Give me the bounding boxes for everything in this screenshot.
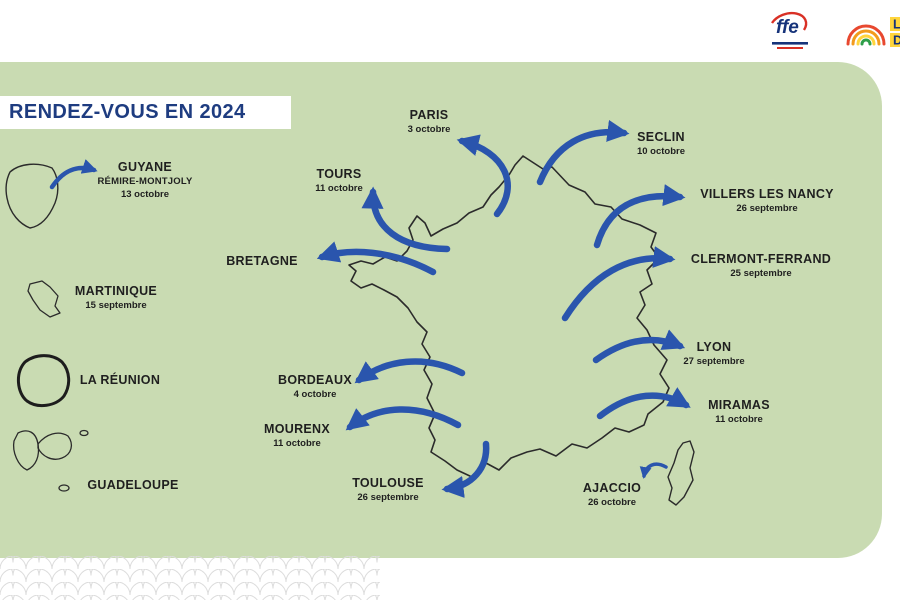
territory-label-guyane: GUYANE RÉMIRE-MONTJOLY 13 octobre	[65, 160, 225, 200]
arrow-miramas	[596, 387, 691, 420]
arrow-toulouse	[441, 440, 490, 498]
city-date: 4 octobre	[293, 389, 337, 400]
city-label-mourenx: MOURENX 11 octobre	[217, 422, 377, 449]
city-label-bordeaux: BORDEAUX 4 octobre	[235, 373, 395, 400]
city-name: BRETAGNE	[226, 254, 298, 268]
city-label-clermont-ferrand: CLERMONT-FERRAND 25 septembre	[666, 252, 856, 279]
city-date: 11 octobre	[315, 183, 363, 194]
city-date: 27 septembre	[683, 356, 745, 367]
city-date: 10 octobre	[636, 146, 686, 157]
city-date: 26 octobre	[587, 497, 637, 508]
arrow-lyon	[592, 329, 686, 364]
city-date: 11 octobre	[273, 438, 321, 449]
arrow-guyane	[49, 159, 98, 190]
page-title: RENDEZ-VOUS EN 2024	[9, 101, 246, 123]
city-label-seclin: SECLIN 10 octobre	[581, 130, 741, 157]
city-date: 3 octobre	[407, 124, 451, 135]
city-name: CLERMONT-FERRAND	[690, 252, 832, 266]
city-label-miramas: MIRAMAS 11 octobre	[659, 398, 819, 425]
arrow-bretagne	[316, 241, 437, 276]
territory-date: 13 octobre	[120, 189, 170, 200]
diversite-logo-line1: LACOU	[893, 17, 900, 32]
city-date: 26 septembre	[736, 203, 798, 214]
city-label-villers-les-nancy: VILLERS LES NANCY 26 septembre	[672, 187, 862, 214]
logo-highlight-2	[890, 33, 900, 47]
logo-highlight-1	[890, 17, 900, 31]
city-label-bretagne: BRETAGNE	[182, 254, 342, 268]
city-name: SECLIN	[637, 130, 685, 144]
arrow-seclin	[536, 119, 630, 186]
city-name: AJACCIO	[582, 481, 642, 495]
city-label-paris: PARIS 3 octobre	[349, 108, 509, 135]
city-date: 26 septembre	[357, 492, 419, 503]
france-map-outline	[348, 155, 670, 478]
title-band: RENDEZ-VOUS EN 2024	[0, 96, 291, 129]
territory-sub: RÉMIRE-MONTJOLY	[97, 176, 193, 187]
rainbow-icon	[846, 24, 886, 46]
ffe-logo-bar-red	[777, 47, 803, 49]
arrow-ajaccio	[639, 462, 668, 479]
territory-label-guadeloupe: GUADELOUPE	[53, 478, 213, 492]
territory-name: GUADELOUPE	[87, 478, 179, 492]
guadeloupe-outline	[12, 429, 89, 492]
territory-label-reunion: LA RÉUNION	[40, 373, 200, 387]
ffe-logo: ffe	[770, 11, 808, 49]
arrow-villers	[593, 184, 686, 249]
wave-pattern-decoration	[0, 556, 380, 600]
arrow-clermont	[561, 246, 676, 322]
territory-name: LA RÉUNION	[79, 373, 161, 387]
city-name: TOULOUSE	[352, 476, 424, 490]
city-label-lyon: LYON 27 septembre	[634, 340, 794, 367]
city-name: VILLERS LES NANCY	[700, 187, 834, 201]
city-label-toulouse: TOULOUSE 26 septembre	[308, 476, 468, 503]
city-label-ajaccio: AJACCIO 26 octobre	[532, 481, 692, 508]
martinique-outline	[27, 280, 61, 318]
city-name: PARIS	[409, 108, 449, 122]
diversite-logo: LACOU DIVERS	[846, 17, 900, 48]
territory-date: 15 septembre	[85, 300, 147, 311]
territory-name: GUYANE	[117, 160, 173, 174]
ffe-logo-swoosh	[770, 11, 808, 31]
city-name: LYON	[696, 340, 732, 354]
city-label-tours: TOURS 11 octobre	[259, 167, 419, 194]
arrow-mourenx	[345, 406, 462, 431]
city-name: BORDEAUX	[278, 373, 352, 387]
city-name: MOURENX	[264, 422, 330, 436]
territory-label-martinique: MARTINIQUE 15 septembre	[36, 284, 196, 311]
city-date: 11 octobre	[715, 414, 763, 425]
guyane-outline	[5, 163, 59, 229]
corsica-outline	[667, 440, 695, 506]
arrow-bordeaux	[354, 358, 466, 384]
city-name: TOURS	[316, 167, 362, 181]
ffe-logo-bar-blue	[772, 42, 808, 45]
arrow-tours	[361, 186, 451, 253]
territory-name: MARTINIQUE	[74, 284, 158, 298]
reunion-outline	[17, 354, 71, 408]
diversite-logo-line2: DIVERS	[893, 33, 900, 48]
arrow-paris	[456, 134, 511, 218]
ffe-logo-text: ffe	[776, 17, 799, 38]
green-background-panel	[0, 62, 882, 558]
city-name: MIRAMAS	[708, 398, 770, 412]
city-date: 25 septembre	[730, 268, 792, 279]
